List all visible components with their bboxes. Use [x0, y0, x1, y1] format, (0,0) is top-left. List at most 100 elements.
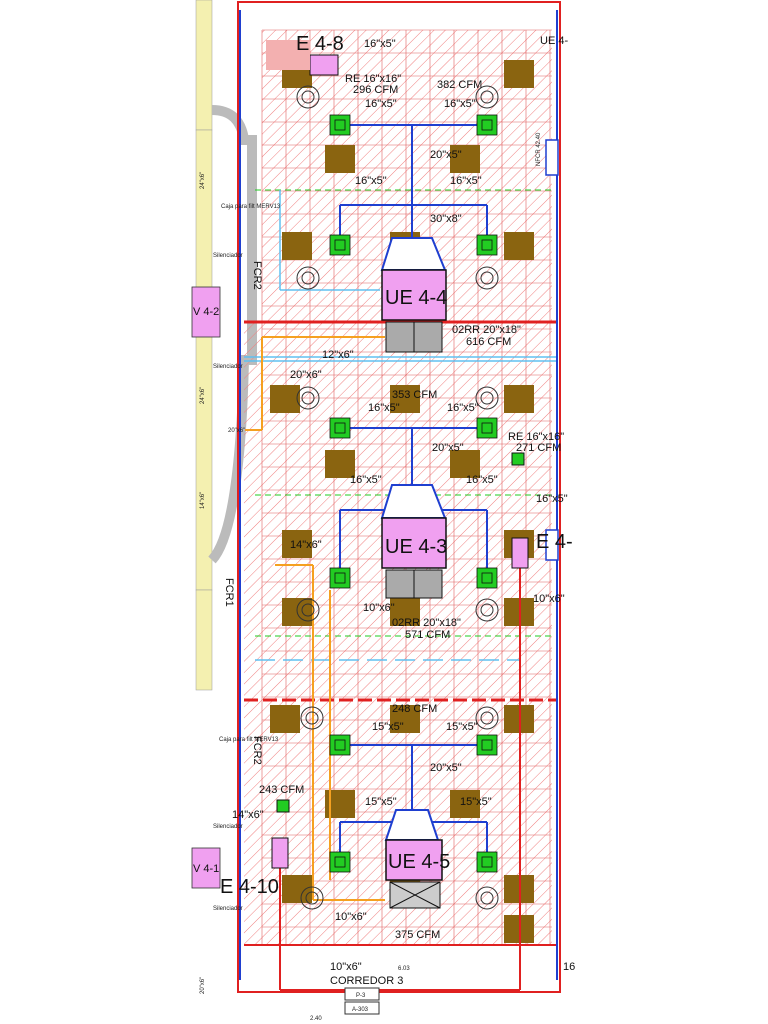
duct-bot-d: 15"x5": [365, 796, 397, 808]
round-diffuser-inner: [480, 711, 494, 725]
grille-bot: [276, 799, 290, 813]
round-diffuser-inner: [480, 391, 494, 405]
duct-top-f: 16"x5": [450, 175, 482, 187]
square-diffuser-inner: [481, 739, 493, 751]
footer-tag-top: P-3: [356, 993, 366, 999]
square-diffuser-inner: [481, 572, 493, 584]
square-diffuser-inner: [334, 119, 346, 131]
ceiling-tile: [504, 232, 534, 260]
round-diffuser: [475, 85, 499, 109]
window-1: [545, 139, 559, 176]
rr-top-cfm: 616 CFM: [466, 336, 511, 348]
riser-pipe-top: [195, 0, 213, 131]
round-diffuser-inner: [301, 603, 315, 617]
exhaust-duct-top: [266, 40, 310, 70]
label-top-right: UE 4-: [540, 35, 568, 47]
silenciador-a: Silenciador: [213, 253, 243, 259]
square-diffuser: [329, 234, 351, 256]
ceiling-tile: [282, 530, 312, 558]
round-diffusers: [296, 85, 499, 910]
exhaust-lines: [279, 560, 521, 991]
unit-label-ue45: UE 4-5: [388, 851, 450, 873]
round-diffuser: [475, 386, 499, 410]
tag-box-bot: [344, 1001, 380, 1015]
round-diffuser-inner: [305, 711, 319, 725]
exhaust-box-bot: [271, 837, 289, 869]
window-2: [545, 529, 559, 561]
duct-top-c: 16"x5": [444, 98, 476, 110]
duct-bot-f: 10"x6": [335, 911, 367, 923]
square-diffuser: [329, 567, 351, 589]
unit-ue-4-4: [380, 237, 447, 353]
duct-mid-e: 16"x5": [466, 474, 498, 486]
ceiling-tile: [504, 385, 534, 413]
round-diffuser: [300, 886, 324, 910]
duct-mid-left2: 14"x6": [290, 539, 322, 551]
duct-mid-right: 10"x6": [533, 593, 565, 605]
ceiling-tile: [390, 598, 420, 626]
square-diffuser-inner: [481, 119, 493, 131]
riser-pipe-mid: [195, 129, 213, 591]
square-diffusers: [329, 114, 498, 873]
building-outline: [237, 1, 561, 993]
pipe-label-fcr2-top: FCR2: [251, 261, 263, 290]
riser-bend: [208, 105, 257, 564]
ceiling-tile: [504, 60, 534, 88]
ceiling-tile: [282, 232, 312, 260]
exhaust-box-top: [309, 54, 339, 76]
round-diffuser: [475, 886, 499, 910]
duct-top-a: 16"x5": [364, 38, 396, 50]
ceiling-tile: [325, 145, 355, 173]
label-top-room: E 4-8: [296, 33, 344, 55]
round-diffuser: [296, 266, 320, 290]
square-diffuser-inner: [481, 856, 493, 868]
duct-mid-c: 20"x5": [432, 442, 464, 454]
unit-v4-1: [191, 847, 221, 889]
cfm-bot-a: 248 CFM: [392, 703, 437, 715]
round-diffuser-inner: [305, 891, 319, 905]
square-diffuser-inner: [334, 239, 346, 251]
unit-v41-label: V 4-1: [193, 863, 219, 875]
cfm-bot-b: 375 CFM: [395, 929, 440, 941]
round-diffuser-inner: [480, 603, 494, 617]
round-diffuser: [296, 598, 320, 622]
re-mid-cfm: 271 CFM: [516, 442, 561, 454]
duct-bot-b: 15"x5": [446, 721, 478, 733]
square-diffuser: [476, 567, 498, 589]
caja-a: Caja para filt MERV13: [221, 204, 281, 210]
unit-v42-label: V 4-2: [193, 306, 219, 318]
cfm-bot-left: 243 CFM: [259, 784, 304, 796]
duct-mid-left: 20"x6": [290, 369, 322, 381]
ceiling-tile: [325, 450, 355, 478]
label-mid-right: E 4-: [536, 531, 573, 553]
duct-top-d: 20"x5": [430, 149, 462, 161]
tag-box-top: [344, 987, 380, 1001]
pipe-label-fcr1: FCR1: [223, 578, 235, 607]
pipe-label-fcr2-bot: FCR2: [251, 736, 263, 765]
ceiling-tile: [450, 790, 480, 818]
footer-tag-bot: A-303: [352, 1007, 369, 1013]
duct-top-b: 16"x5": [365, 98, 397, 110]
silenciador-d: Silenciador: [213, 906, 243, 912]
silenciador-c: Silenciador: [213, 824, 243, 830]
square-diffuser: [329, 114, 351, 136]
unit-v4-2: [191, 286, 221, 338]
square-diffuser: [476, 417, 498, 439]
square-diffuser-inner: [481, 422, 493, 434]
round-diffuser: [475, 598, 499, 622]
round-diffuser-inner: [480, 891, 494, 905]
return-ducts: [245, 336, 385, 901]
square-diffuser: [476, 734, 498, 756]
ceiling-tile: [450, 450, 480, 478]
duct-left-14: 14"x6": [200, 492, 206, 509]
duct-top-e: 16"x5": [355, 175, 387, 187]
re-top: RE 16"x16": [345, 73, 401, 85]
ceiling-tile: [282, 875, 312, 903]
round-diffuser-inner: [301, 391, 315, 405]
ceiling-tile: [390, 385, 420, 413]
duct-bot-left: 14"x6": [232, 809, 264, 821]
round-diffuser: [300, 706, 324, 730]
exhaust-box-mid: [511, 537, 529, 569]
caja-b: Caja para filt MERV13: [219, 737, 279, 743]
grille-mid: [511, 452, 525, 466]
